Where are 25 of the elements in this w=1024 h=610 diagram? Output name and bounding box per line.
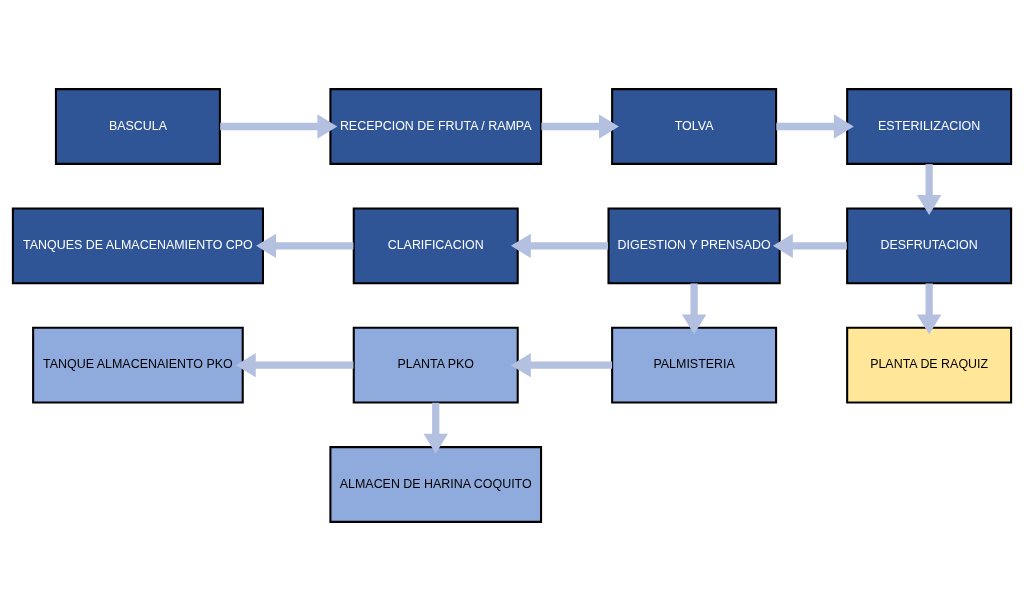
node-box: BASCULA: [54, 87, 221, 165]
arrow: [423, 402, 448, 454]
node-box: PLANTA DE RAQUIZ: [846, 326, 1013, 404]
arrow: [681, 282, 707, 334]
arrow: [541, 113, 619, 139]
node-box: PALMISTERIA: [611, 326, 778, 404]
arrow: [916, 163, 942, 215]
node-box: ALMACEN DE HARINA COQUITO: [329, 445, 543, 523]
arrow: [256, 233, 354, 258]
arrow: [916, 282, 942, 334]
arrow: [510, 233, 609, 258]
arrow: [220, 113, 338, 139]
node-box: DIGESTION Y PRENSADO: [607, 206, 781, 284]
node-box: TANQUES DE ALMACENAMIENTO CPO: [11, 206, 264, 284]
arrow: [510, 352, 613, 377]
node-box: DESFRUTACION: [846, 206, 1013, 284]
node-box: TANQUE ALMACENAIENTO PKO: [32, 326, 244, 404]
node-box: RECEPCION DE FRUTA / RAMPA: [329, 87, 543, 165]
node-box: TOLVA: [611, 87, 778, 165]
node-box: ESTERILIZACION: [846, 87, 1013, 165]
arrow: [235, 352, 354, 377]
arrow: [776, 113, 854, 139]
node-box: PLANTA PKO: [352, 326, 519, 404]
node-box: CLARIFICACION: [352, 206, 519, 284]
arrow: [772, 233, 847, 258]
